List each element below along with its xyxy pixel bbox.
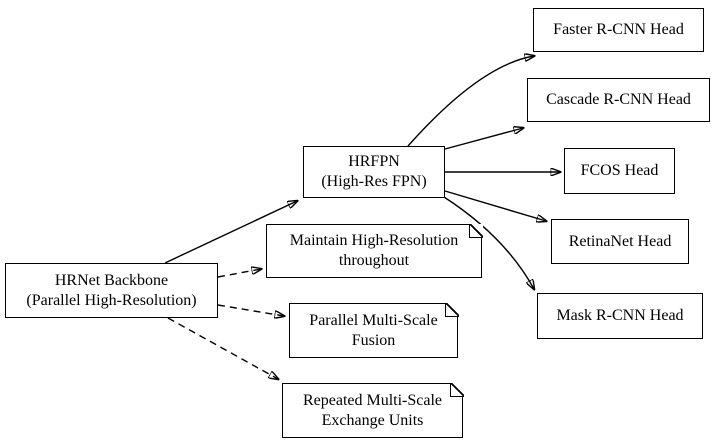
edge-hrfpn-to-cascade — [444, 128, 523, 150]
node-label-line: Maintain High-Resolution — [289, 232, 459, 249]
node-fcos-head: FCOS Head — [564, 148, 675, 194]
node-faster-rcnn-head: Faster R-CNN Head — [533, 8, 704, 52]
note-fold-corner-icon — [468, 223, 483, 238]
node-label-line: Faster R-CNN Head — [553, 21, 684, 38]
node-label-line: HRFPN — [348, 153, 400, 170]
note-maintain-high-resolution: Maintain High-Resolution throughout — [266, 223, 483, 278]
edge-hrnet-to-parallel — [217, 304, 284, 316]
node-label-line: (Parallel High-Resolution) — [26, 291, 197, 309]
node-label-line: Fusion — [351, 331, 396, 349]
node-hrfpn: HRFPN (High-Res FPN) — [303, 146, 445, 198]
node-label-line: (High-Res FPN) — [321, 173, 427, 190]
node-label-line: Mask R-CNN Head — [556, 307, 684, 324]
node-hrnet-backbone: HRNet Backbone (Parallel High-Resolution… — [5, 263, 218, 318]
node-label-line: Exchange Units — [321, 411, 424, 429]
node-retinanet-head: RetinaNet Head — [551, 219, 689, 264]
node-cascade-rcnn-head: Cascade R-CNN Head — [527, 78, 710, 122]
node-label-line: FCOS Head — [580, 162, 659, 179]
node-label-line: Repeated Multi-Scale — [302, 391, 443, 409]
edge-hrfpn-to-retinanet — [444, 190, 546, 221]
node-label-line: HRNet Backbone — [54, 271, 169, 289]
note-fold-corner-icon — [444, 302, 459, 317]
node-mask-rcnn-head: Mask R-CNN Head — [537, 293, 703, 339]
node-label-line: Parallel Multi-Scale — [309, 311, 438, 329]
edge-hrfpn-to-faster — [407, 56, 534, 147]
edge-hrnet-to-maintain — [217, 269, 261, 278]
note-repeated-multi-scale-exchange: Repeated Multi-Scale Exchange Units — [282, 382, 464, 438]
edge-hrnet-to-repeated — [167, 317, 278, 379]
node-label-line: RetinaNet Head — [568, 232, 672, 250]
node-label-line: Cascade R-CNN Head — [546, 91, 691, 108]
note-fold-corner-icon — [449, 382, 464, 397]
note-parallel-multi-scale-fusion: Parallel Multi-Scale Fusion — [289, 302, 459, 358]
node-label-line: throughout — [338, 252, 410, 269]
